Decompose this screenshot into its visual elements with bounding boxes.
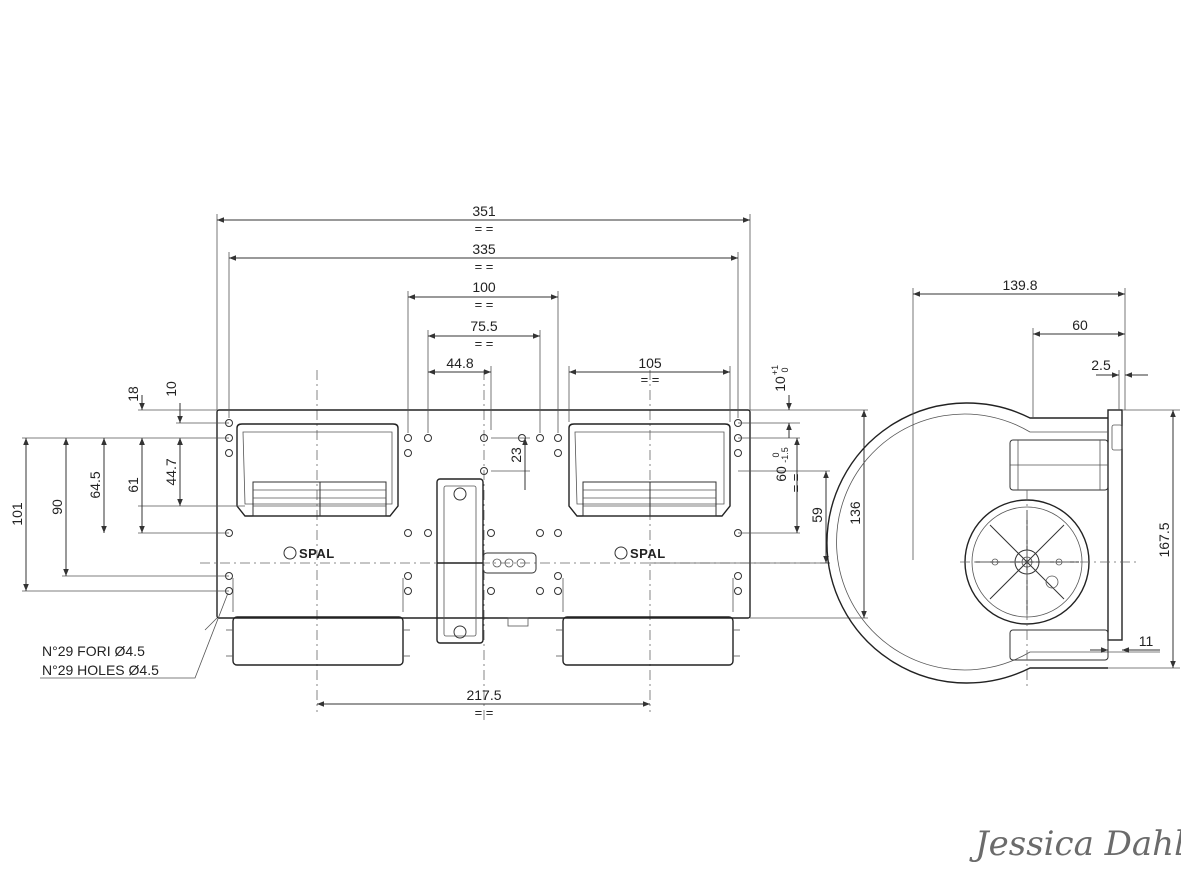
dim-2-5: 2.5 bbox=[1091, 357, 1111, 373]
dim-100: 100 bbox=[472, 279, 496, 295]
mounting-holes bbox=[225, 419, 742, 595]
dim-351: 351 bbox=[472, 203, 496, 219]
brand-left-text: SPAL bbox=[299, 546, 335, 561]
dim-10-tol-sup: +1 bbox=[770, 365, 780, 375]
equal-mark: = = bbox=[475, 336, 494, 351]
dim-10-tol-sub: 0 bbox=[780, 367, 790, 372]
equal-mark: = = bbox=[475, 221, 494, 236]
left-outlet bbox=[236, 423, 399, 517]
dim-90: 90 bbox=[49, 499, 65, 515]
dim-11: 11 bbox=[1139, 633, 1154, 649]
holes-note-en: N°29 HOLES Ø4.5 bbox=[42, 662, 159, 678]
dim-44-8: 44.8 bbox=[446, 355, 473, 371]
dim-18: 18 bbox=[125, 386, 141, 402]
equal-mark: = = bbox=[475, 297, 494, 312]
dim-59: 59 bbox=[809, 507, 825, 523]
dim-139-8: 139.8 bbox=[1002, 277, 1037, 293]
dim-136: 136 bbox=[847, 501, 863, 525]
dim-23: 23 bbox=[508, 447, 524, 463]
brand-logo-left: SPAL bbox=[283, 546, 335, 561]
dim-217-5: 217.5 bbox=[466, 687, 501, 703]
dim-105: 105 bbox=[638, 355, 662, 371]
dim-44-7: 44.7 bbox=[163, 458, 179, 485]
holes-note-it: N°29 FORI Ø4.5 bbox=[42, 643, 145, 659]
scroll-housing bbox=[826, 402, 1108, 684]
dim-60-side: 60 bbox=[1072, 317, 1088, 333]
dim-167-5: 167.5 bbox=[1156, 522, 1172, 557]
dim-61: 61 bbox=[125, 477, 141, 493]
side-view: 139.8 60 2.5 167.5 11 bbox=[826, 277, 1180, 690]
dim-75-5: 75.5 bbox=[470, 318, 497, 334]
dim-60-sub: -1.5 bbox=[780, 447, 790, 463]
dim-10-tol: 10 bbox=[772, 376, 788, 392]
dim-60-sup: 0 bbox=[771, 452, 781, 457]
dim-335: 335 bbox=[472, 241, 496, 257]
equal-mark: = = bbox=[641, 372, 660, 387]
equal-mark: = = bbox=[475, 705, 494, 720]
left-housing bbox=[232, 616, 404, 666]
brand-logo-right: SPAL bbox=[614, 546, 666, 561]
equal-mark: = = bbox=[788, 474, 803, 493]
brand-right-text: SPAL bbox=[630, 546, 666, 561]
right-housing bbox=[562, 616, 734, 666]
motor-bracket bbox=[436, 478, 537, 644]
right-outlet bbox=[568, 423, 731, 517]
dim-64-5: 64.5 bbox=[87, 471, 103, 498]
signature-watermark: Jessica Dahl bbox=[969, 824, 1181, 864]
equal-mark: = = bbox=[475, 259, 494, 274]
dim-101: 101 bbox=[9, 502, 25, 526]
dim-10: 10 bbox=[163, 381, 179, 397]
front-view: SPAL SPAL 351 = = 335 = = 100 = = 75.5 =… bbox=[9, 203, 868, 722]
dim-60: 60 bbox=[773, 466, 789, 482]
